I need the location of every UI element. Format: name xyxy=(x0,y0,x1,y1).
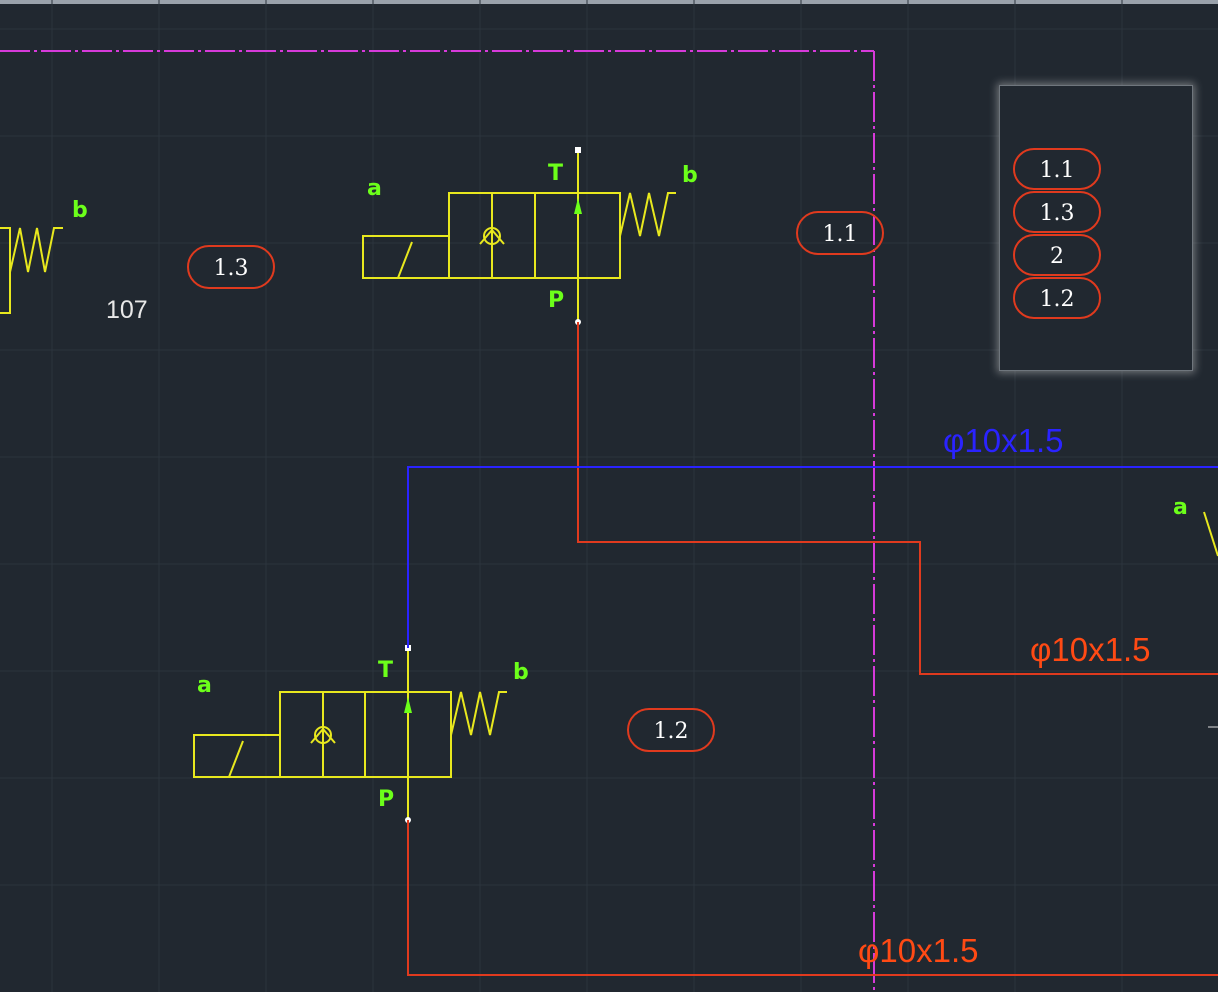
legend-balloon-label: 2 xyxy=(1050,244,1064,269)
valve-2-label-p: P xyxy=(378,787,394,812)
port-label-b-left: b xyxy=(72,198,88,223)
valve-1[interactable] xyxy=(362,147,676,325)
balloon-1-1[interactable]: 1.1 xyxy=(796,211,884,255)
check-valve-icon xyxy=(483,227,501,245)
balloon-1-1-label: 1.1 xyxy=(823,222,858,247)
legend-balloon[interactable]: 1.3 xyxy=(1013,191,1101,233)
pipe-label-return: φ10x1.5 xyxy=(943,422,1063,459)
legend-balloon-label: 1.3 xyxy=(1040,201,1075,226)
return-pipe[interactable] xyxy=(407,466,1218,648)
dimension-number: 107 xyxy=(106,296,148,324)
valve-1-label-p: P xyxy=(548,288,564,313)
balloon-1-2-label: 1.2 xyxy=(654,719,689,744)
balloon-1-3-label: 1.3 xyxy=(214,256,249,281)
port-t-marker xyxy=(575,147,581,153)
right-valve-label-a: a xyxy=(1173,495,1188,520)
pipe-label-pressure-right: φ10x1.5 xyxy=(1030,631,1150,668)
valve-2-label-t: T xyxy=(378,658,393,683)
spring-icon xyxy=(619,192,676,237)
balloon-legend-svg: 1.1 1.3 2 1.2 xyxy=(1013,148,1101,319)
balloon-1-3[interactable]: 1.3 xyxy=(187,245,275,289)
balloon-1-2[interactable]: 1.2 xyxy=(627,708,715,752)
balloon-legend-panel[interactable]: 1.1 1.3 2 1.2 xyxy=(999,85,1193,371)
valve-1-label-a: a xyxy=(367,176,382,201)
spring-icon xyxy=(450,691,507,736)
pipe-label-pressure-bottom: φ10x1.5 xyxy=(858,932,978,969)
left-partial-valve xyxy=(0,227,63,314)
valve-1-label-t: T xyxy=(548,161,563,186)
legend-balloon[interactable]: 1.1 xyxy=(1013,148,1101,190)
pressure-pipe-2[interactable] xyxy=(407,820,1218,976)
pressure-pipe-1[interactable] xyxy=(577,322,1218,675)
legend-balloon[interactable]: 1.2 xyxy=(1013,277,1101,319)
legend-balloon-label: 1.1 xyxy=(1040,158,1075,183)
boundary-frame xyxy=(0,50,875,992)
legend-balloon-label: 1.2 xyxy=(1040,287,1075,312)
legend-balloon[interactable]: 2 xyxy=(1013,234,1101,276)
valve-2-label-a: a xyxy=(197,673,212,698)
valve-2-label-b: b xyxy=(513,660,529,685)
right-partial-spring xyxy=(1203,511,1218,557)
valve-2[interactable] xyxy=(193,645,507,823)
spring-icon xyxy=(9,227,63,273)
check-valve-icon xyxy=(314,726,332,744)
valve-1-label-b: b xyxy=(682,163,698,188)
top-toolbar-strip xyxy=(0,0,1218,4)
